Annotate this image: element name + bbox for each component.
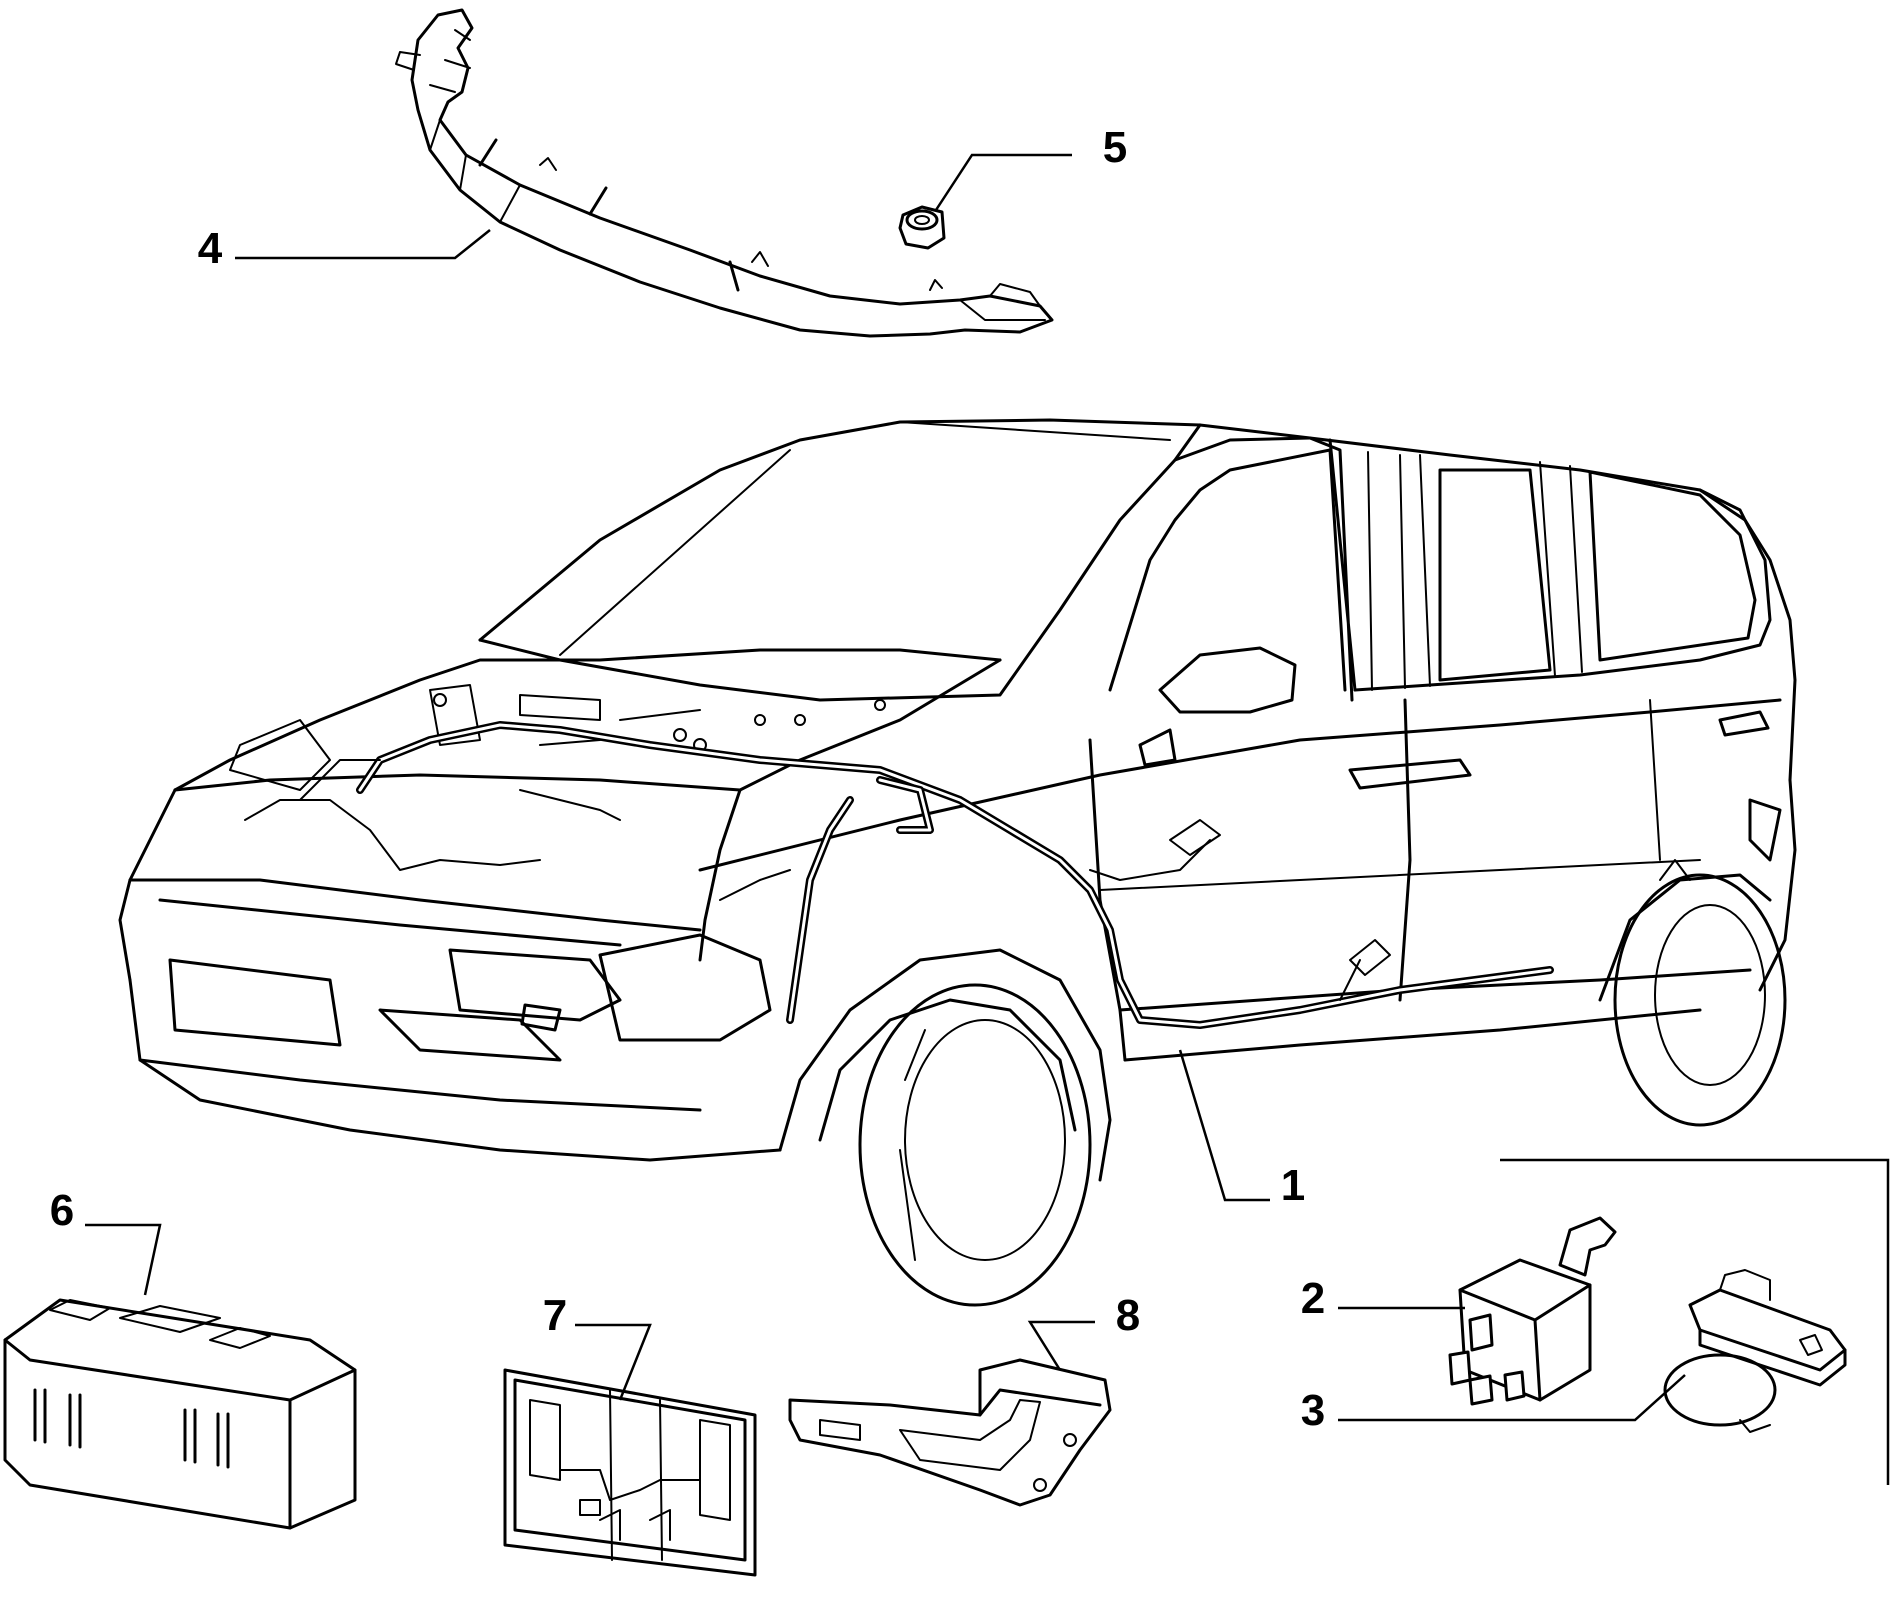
callout-1: 1 <box>1281 1161 1305 1210</box>
callout-3: 3 <box>1301 1386 1325 1435</box>
callout-2: 2 <box>1301 1274 1325 1323</box>
callout-7: 7 <box>543 1291 567 1340</box>
callout-5: 5 <box>1103 123 1127 172</box>
mounting-bracket-part-8 <box>788 1358 1112 1507</box>
control-unit-part-6 <box>3 1298 357 1530</box>
bracket-plate-part-7 <box>503 1368 757 1577</box>
callout-8: 8 <box>1116 1291 1140 1340</box>
nut-part-5 <box>898 205 946 250</box>
callout-leaders <box>85 153 1890 1485</box>
callout-4: 4 <box>198 224 223 273</box>
wiring-harness-part-1 <box>244 721 1691 1029</box>
relay-part-2 <box>1448 1216 1617 1406</box>
connector-part-3 <box>1663 1269 1847 1433</box>
vehicle-outline <box>118 418 1797 1307</box>
callout-6: 6 <box>50 1186 74 1235</box>
wiring-harness-part-4 <box>395 8 1054 338</box>
